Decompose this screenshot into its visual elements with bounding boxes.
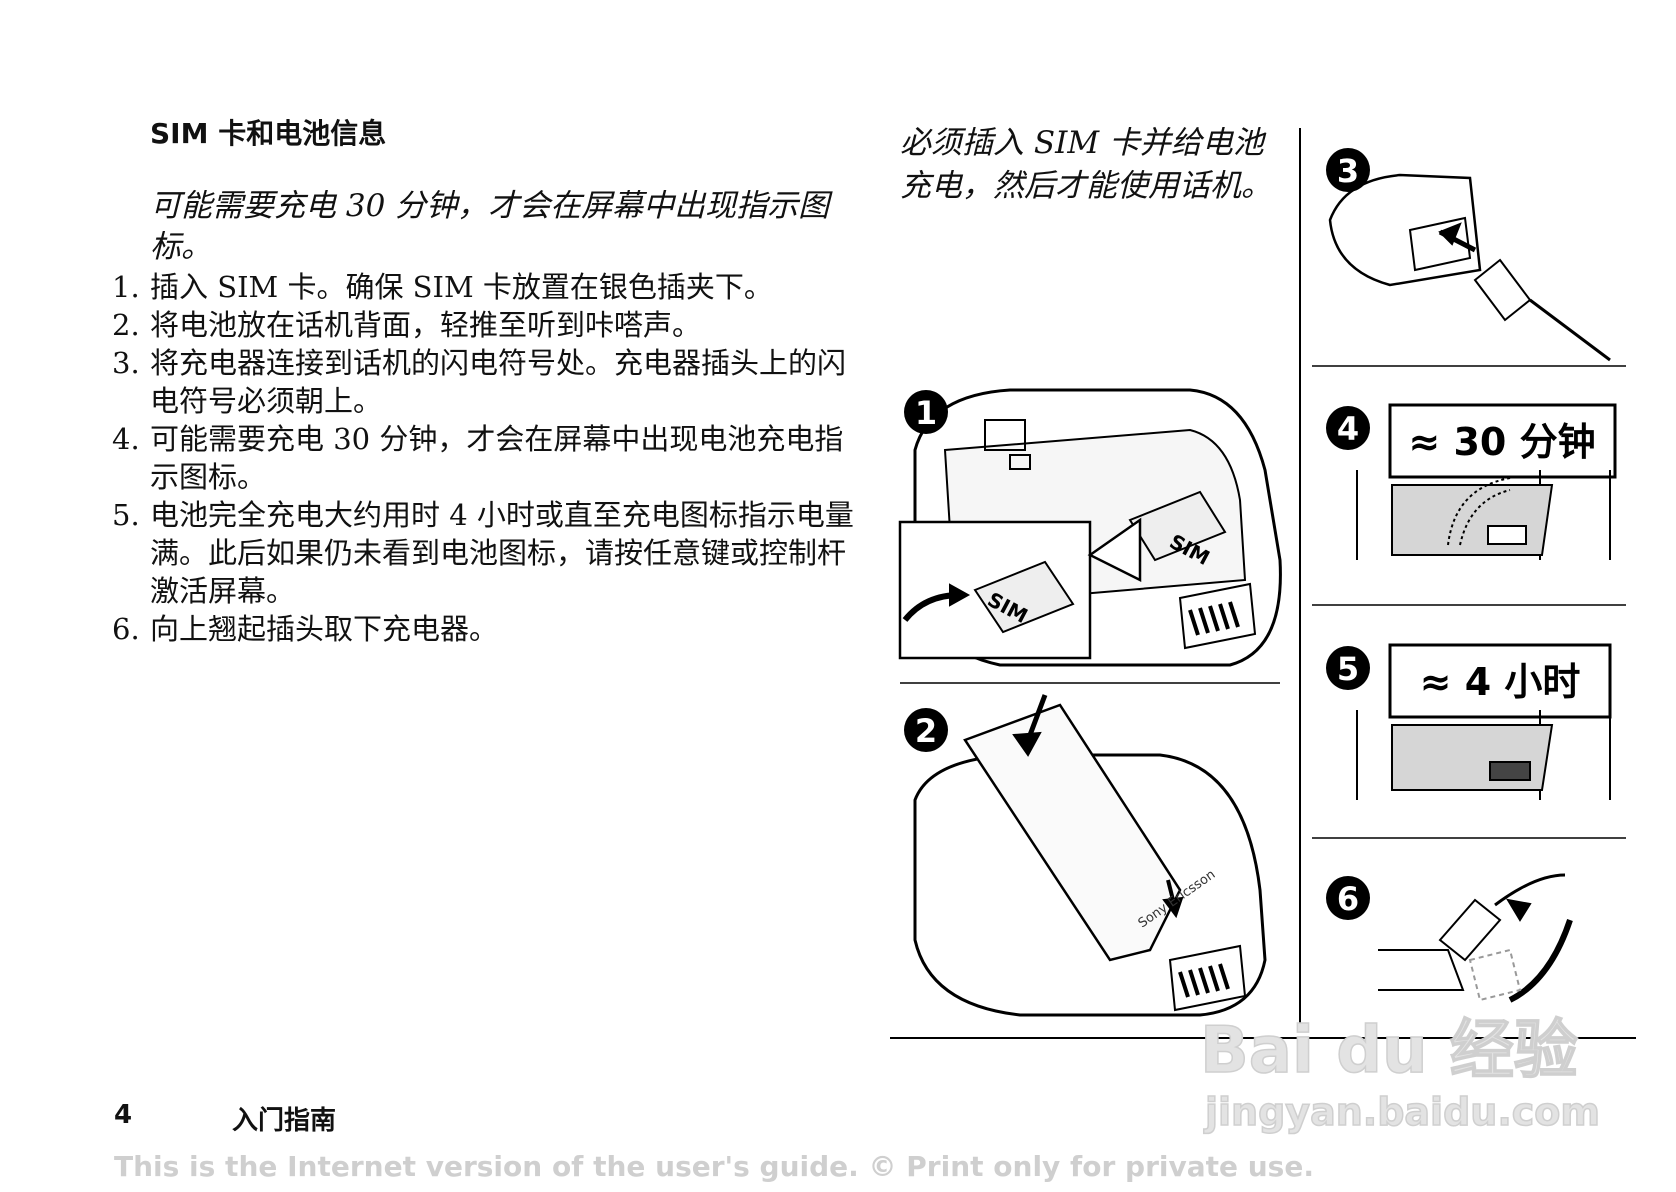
step-number: 6. <box>112 612 140 646</box>
intro-note: 可能需要充电 30 分钟，才会在屏幕中出现指示图标。 <box>150 188 830 265</box>
steps-list: 1. 插入 SIM 卡。确保 SIM 卡放置在银色插夹下。 2. 将电池放在话机背面… <box>112 268 872 648</box>
svg-text:1: 1 <box>915 394 937 432</box>
badge-1: 1 <box>904 390 948 434</box>
disclaimer: This is the Internet version of the user… <box>114 1150 1314 1183</box>
figure-6-remove-charger <box>1378 873 1573 1003</box>
step-number: 2. <box>112 308 140 342</box>
watermark-url: jingyan.baidu.com <box>1203 1090 1600 1134</box>
step-text: 插入 SIM 卡。确保 SIM 卡放置在银色插夹下。 <box>150 270 773 304</box>
figure-5-charging-4h <box>1356 643 1612 800</box>
step-number: 1. <box>112 270 140 304</box>
step-number: 5. <box>112 498 140 532</box>
page-number: 4 <box>114 1100 133 1130</box>
list-item: 6. 向上翘起插头取下充电器。 <box>112 610 872 648</box>
list-item: 5. 电池完全充电大约用时 4 小时或直至充电图标指示电量满。此后如果仍未看到电池… <box>112 496 872 610</box>
list-item: 1. 插入 SIM 卡。确保 SIM 卡放置在银色插夹下。 <box>112 268 872 306</box>
badge-4: 4 <box>1326 406 1370 450</box>
badge-2: 2 <box>904 708 948 752</box>
badge-5: 5 <box>1326 646 1370 690</box>
list-item: 2. 将电池放在话机背面，轻推至听到咔嗒声。 <box>112 306 872 344</box>
step-text: 可能需要充电 30 分钟，才会在屏幕中出现电池充电指示图标。 <box>150 422 844 494</box>
svg-text:6: 6 <box>1337 880 1359 918</box>
step-number: 4. <box>112 422 140 456</box>
figure-4-charging-30min <box>1356 403 1617 560</box>
figure-1-insert-sim <box>898 388 1282 667</box>
svg-text:2: 2 <box>915 712 937 750</box>
figure-3-charger <box>1328 173 1611 362</box>
step-number: 3. <box>112 346 140 380</box>
svg-text:4: 4 <box>1337 410 1359 448</box>
svg-text:3: 3 <box>1337 152 1359 190</box>
step-text: 电池完全充电大约用时 4 小时或直至充电图标指示电量满。此后如果仍未看到电池图标… <box>150 498 854 608</box>
badge-6: 6 <box>1326 876 1370 920</box>
list-item: 4. 可能需要充电 30 分钟，才会在屏幕中出现电池充电指示图标。 <box>112 420 872 496</box>
svg-text:5: 5 <box>1337 650 1359 688</box>
section-title: SIM 卡和电池信息 <box>150 117 387 150</box>
badge-3: 3 <box>1326 148 1370 192</box>
list-item: 3. 将充电器连接到话机的闪电符号处。充电器插头上的闪电符号必须朝上。 <box>112 344 872 420</box>
duration-4h: ≈ 4 小时 <box>1420 660 1581 704</box>
step-text: 将电池放在话机背面，轻推至听到咔嗒声。 <box>150 308 702 342</box>
step-text: 将充电器连接到话机的闪电符号处。充电器插头上的闪电符号必须朝上。 <box>150 346 847 418</box>
side-note: 必须插入 SIM 卡并给电池充电，然后才能使用话机。 <box>900 125 1272 204</box>
step-text: 向上翘起插头取下充电器。 <box>150 612 499 646</box>
footer-section-name: 入门指南 <box>232 1106 337 1136</box>
watermark-brand: Bai du 经验 <box>1200 1014 1578 1088</box>
duration-30min: ≈ 30 分钟 <box>1408 420 1595 464</box>
figure-2-battery <box>913 694 1267 1017</box>
